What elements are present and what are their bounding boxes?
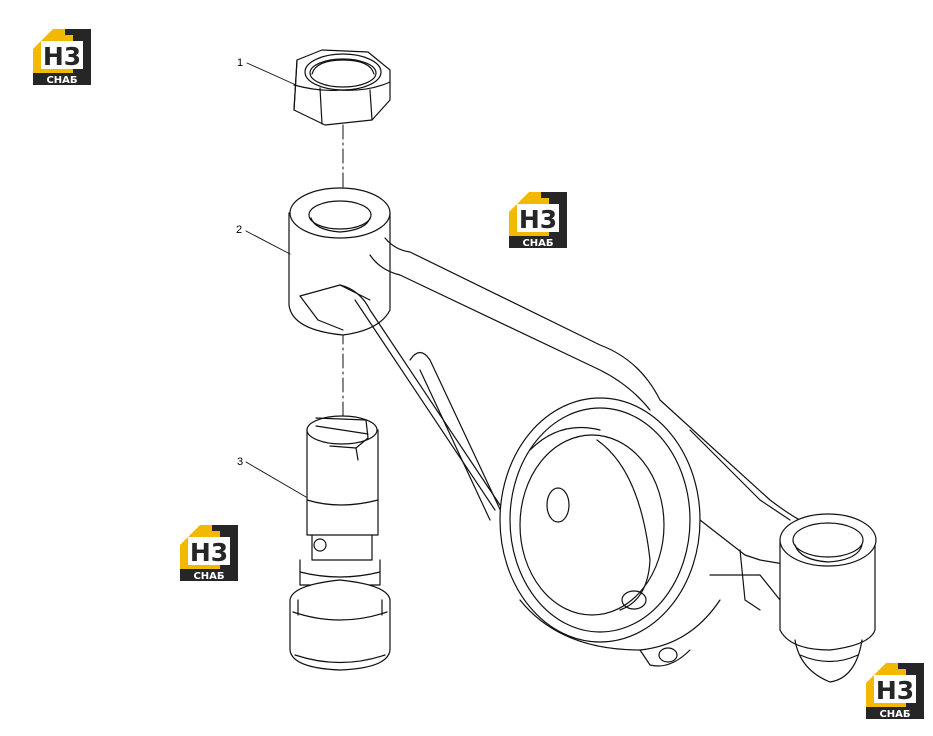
- callout-leader-3: [245, 461, 307, 498]
- adjusting-screw: [289, 415, 391, 671]
- rocker-arm: [288, 187, 877, 683]
- callout-leader-2: [245, 230, 291, 255]
- watermark-top-text: H3: [519, 205, 557, 234]
- watermark-bottom-text: СНАБ: [879, 709, 910, 719]
- watermark-logo: H3 СНАБ: [178, 523, 240, 581]
- watermark-bottom-text: СНАБ: [193, 571, 224, 581]
- callout-leader-1: [246, 62, 297, 86]
- watermark-logo: H3 СНАБ: [507, 190, 569, 248]
- watermark-top-text: H3: [190, 538, 228, 567]
- callout-2: 2: [236, 224, 242, 236]
- watermark-top-text: H3: [876, 676, 914, 705]
- watermark-logo: H3 СНАБ: [864, 661, 926, 719]
- watermark-bottom-text: СНАБ: [522, 238, 553, 248]
- callout-3: 3: [237, 456, 243, 468]
- watermark-top-text: H3: [43, 42, 81, 71]
- watermark-bottom-text: СНАБ: [46, 75, 77, 85]
- watermark-logo: H3 СНАБ: [31, 27, 93, 85]
- hex-nut: [293, 49, 391, 126]
- callout-1: 1: [237, 57, 243, 69]
